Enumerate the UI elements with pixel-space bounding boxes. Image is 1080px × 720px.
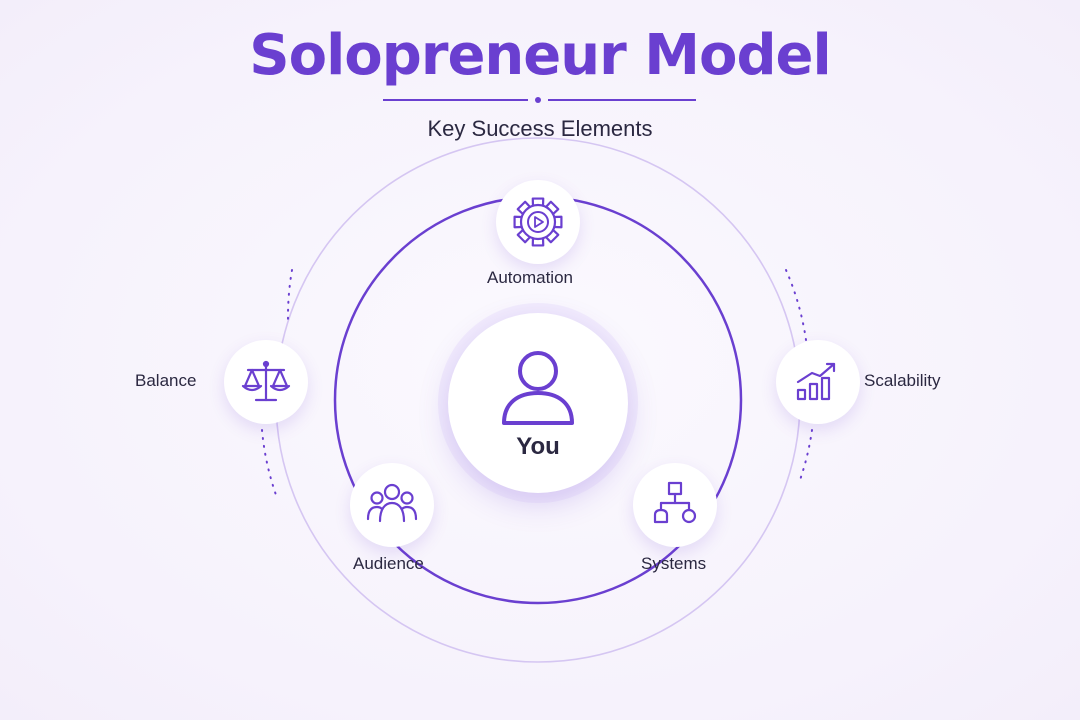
node-automation [496, 180, 580, 264]
diagram-subtitle: Key Success Elements [427, 116, 653, 141]
dotted-arc-top-right [785, 269, 807, 341]
growth-chart-icon [796, 362, 836, 401]
gear-tooth [513, 215, 522, 229]
center-label: You [516, 433, 560, 460]
dotted-arc-bottom-left [261, 429, 277, 496]
node-scalability [776, 340, 860, 424]
dotted-arc-bottom-right [799, 429, 813, 481]
node-label-balance: Balance [135, 371, 197, 390]
hierarchy-icon [653, 481, 697, 524]
gear-tooth [531, 197, 545, 206]
people-group-icon [366, 483, 418, 523]
scales-icon [241, 360, 291, 402]
title-underline-right [548, 99, 696, 101]
node-label-automation: Automation [487, 268, 573, 287]
node-systems [633, 463, 717, 547]
node-balance [224, 340, 308, 424]
center-hub: You [448, 313, 628, 493]
diagram-title: Solopreneur Model [249, 23, 831, 88]
gear-tooth [545, 229, 560, 244]
title-underline-dot [535, 97, 541, 103]
person-icon [502, 351, 574, 425]
dotted-arc-top-left [286, 269, 293, 321]
gear-tooth [531, 238, 545, 247]
gear-tooth [545, 200, 560, 215]
node-audience [350, 463, 434, 547]
gear-tooth [516, 229, 531, 244]
gear-play-icon [513, 197, 563, 247]
gear-tooth [554, 215, 563, 229]
title-underline-left [383, 99, 528, 101]
gear-tooth [516, 200, 531, 215]
node-label-systems: Systems [641, 554, 707, 573]
node-label-scalability: Scalability [864, 371, 941, 390]
node-label-audience: Audience [353, 554, 424, 573]
